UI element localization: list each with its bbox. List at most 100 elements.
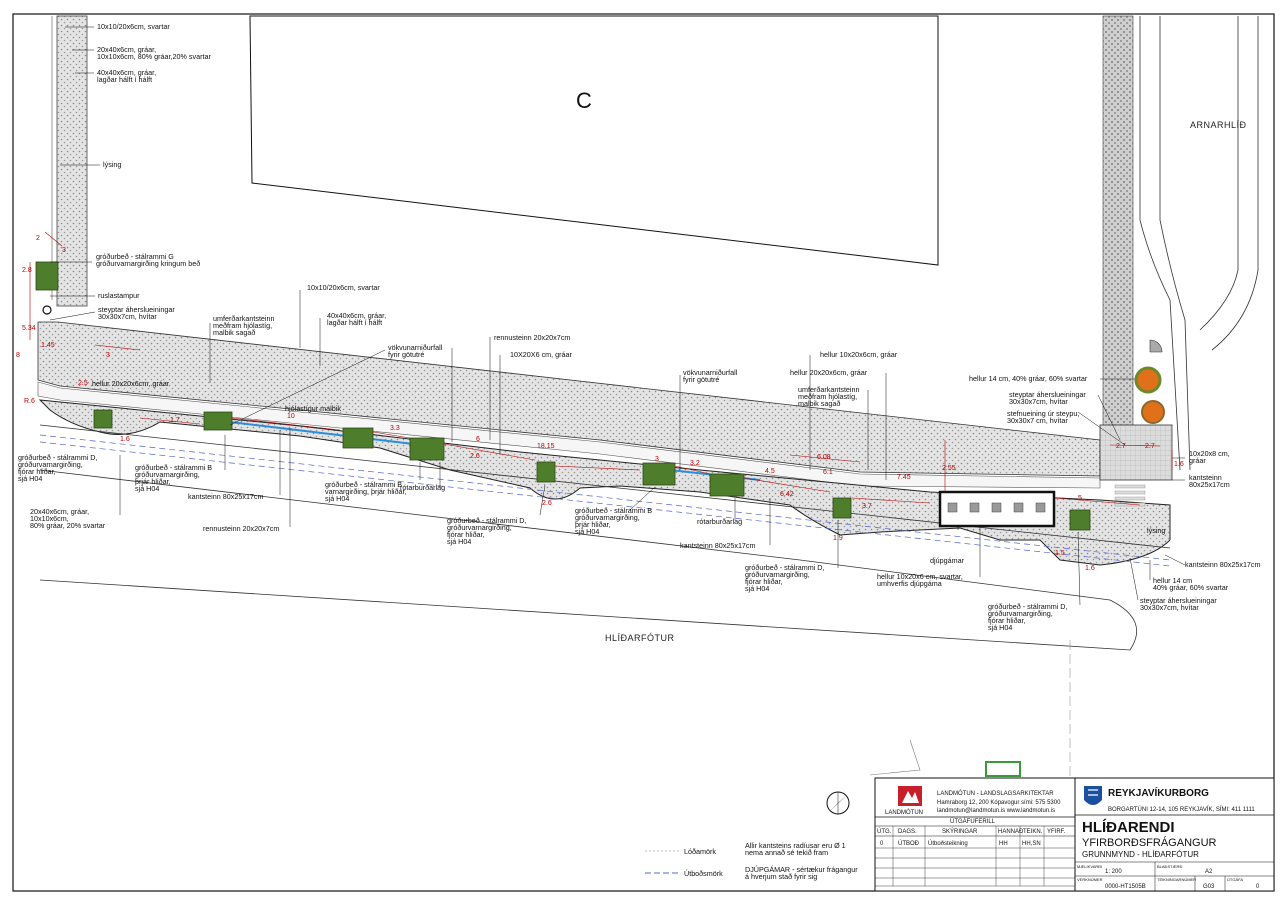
label-labels-planter-b3: þrjár hliðar, [135,477,171,486]
label-notes-legend-lot: Lóðamörk [684,847,716,856]
label-labels-root-layer: rótarburðarlag [400,483,445,492]
bike-path [37,381,1101,489]
label-dimensions-3: 5.34 [22,325,36,332]
building-c-label: C [576,88,592,113]
planter-3 [342,427,374,449]
label-dimensions-31: 1.5 [1055,550,1065,557]
label-labels-slab-grey: 10X20X6 cm, gráar [510,350,573,359]
label-dimensions-28: 1.6 [1174,461,1184,468]
bench-symbol [1149,339,1163,353]
label-labels-paving-l1: 20x40x6cm, gráar, [30,507,89,516]
label-labels-gutter: rennusteinn 20x20x7cm [494,333,570,342]
label-labels-planter-de1: gróðurbeð - stálrammi D, [745,563,825,572]
label-title-block-col-nr: ÚTG. [877,828,892,835]
label-notes-radius2: nema annað sé tekið fram [745,848,828,857]
label-labels-cast-a2: 30x30x7cm, hvítar [98,312,157,321]
label-dimensions-8: 1.6 [120,436,130,443]
crosswalk-stripes [1114,484,1146,507]
label-labels-planter-b5: gróðurbeð - stálrammi B [325,480,402,489]
label-title-block-row-date: ÚTBOÐ [898,840,920,847]
label-title-block-logo-text: LANDMÓTUN [885,809,923,816]
label-labels-curb-80: kantsteinn 80x25x17cm [188,492,264,501]
label-dimensions-17: 4.5 [765,468,775,475]
legend: Lóðamörk Útboðsmörk Allir kantsteins rad… [645,841,858,881]
label-dimensions-10: 10 [287,413,295,420]
label-dimensions-5: 8 [16,352,20,359]
label-labels-paving-top2a: 40x40x6cm, gráar, [327,311,386,320]
planter-2 [203,411,233,431]
label-labels-slab-14: hellur 14 cm, 40% gráar, 60% svartar [969,374,1088,383]
label-labels-curb-traffic-r1: umferðarkantsteinn [798,385,860,394]
label-labels-planter-bb4: sjá H04 [575,527,599,536]
label-title-block-col-date: DAGS. [898,829,917,835]
sheet-frame [12,13,1275,892]
label-title-block-scale: 1: 200 [1105,869,1122,875]
label-labels-drain-r2: fyrir götutré [683,375,719,384]
label-labels-paving-l3: 80% gráar, 20% svartar [30,521,106,530]
label-title-block-row-desc: Útboðsteikning [928,840,968,847]
label-labels-drain-r1: vökvunarniðurfall [683,368,738,377]
label-labels-paving-c1: 40x40x6cm, gráar, [97,68,156,77]
label-labels-planter-bb1: gróðurbeð - stálrammi B [575,506,652,515]
label-labels-planter-bb2: gróðurvarnargirðing, [575,513,640,522]
label-title-block-version-label: ÚTGÁFA [1227,877,1243,882]
label-dimensions-1: 2.8 [22,267,32,274]
label-labels-cast-b2: 30x30x7cm, hvítar [1009,397,1068,406]
label-labels-cast-join1: stefnueining úr steypu, [1007,409,1079,418]
label-labels-paving-a: 10x10/20x6cm, svartar [97,22,170,31]
label-labels-lighting2: lýsing [1147,526,1165,535]
label-labels-slab-r1: 10x20x8 cm, [1189,449,1230,458]
planter-5 [536,461,556,483]
label-dimensions-26: 2.7 [1116,443,1126,450]
planter-4 [409,437,445,461]
label-dimensions-0: 2 [36,235,40,242]
label-labels-curb-traffic-r2: meðfram hjólastíg, [798,392,857,401]
dimension-lines [29,231,1173,506]
label-labels-planter-d4: sjá H04 [18,474,42,483]
label-title-block-col-check: TEIKN. [1023,829,1043,835]
annotations-left: 10x10/20x6cm, svartar 20x40x6cm, gráar, … [18,22,279,533]
label-labels-curb-traffic-r3: malbik sagað [798,399,840,408]
label-dimensions-23: 1.9 [833,535,843,542]
label-labels-planter-b7: sjá H04 [325,494,349,503]
label-title-block-col-rev: YFIRF. [1047,829,1066,835]
planter-7 [709,473,745,497]
label-labels-planter-b4: sjá H04 [135,484,159,493]
left-walkway [56,15,88,307]
label-labels-curb-traffic3: malbik sagað [213,328,255,337]
label-dimensions-2: 3 [62,247,66,254]
label-labels-planter-dd1: gróðurbeð - stálrammi D, [447,516,527,525]
label-dimensions-9: 1.7 [170,417,180,424]
label-title-block-firm-addr1: Hamraborg 12, 200 Kópavogur sími: 575 53… [937,800,1061,806]
label-title-block-col-drawn: HANNAÐ [998,829,1024,835]
label-labels-planter-df2: gróðurvarnargirðing, [988,609,1053,618]
annotations-right: hellur 14 cm, 40% gráar, 60% svartar ste… [969,374,1261,632]
street-arnarhlid: ARNARHLÍÐ [1190,120,1247,130]
label-title-block-project-no-label: VERKNÚMER [1077,877,1103,882]
label-title-block-firm-addr2: landmotun@landmotun.is www.landmotun.is [937,808,1055,814]
label-labels-curb-traffic1: umferðarkantsteinn [213,314,275,323]
label-labels-curb-r2: 80x25x17cm [1189,480,1230,489]
label-labels-planter-de3: fjórar hliðar, [745,577,783,586]
label-labels-planter-dd2: gróðurvarnargirðing, [447,523,512,532]
label-dimensions-14: 2.6 [470,453,480,460]
corner-plaza [1099,424,1173,481]
annotations-middle: 10x10/20x6cm, svartar 40x40x6cm, gráar, … [307,283,965,593]
label-dimensions-12: 6 [476,436,480,443]
label-notes-legend-tender: Útboðsmörk [684,869,723,878]
upper-sidewalk [37,321,1101,477]
planter-9 [1069,509,1091,531]
label-labels-planter-de4: sjá H04 [745,584,769,593]
green-marker [985,761,1021,777]
label-labels-drain1: vökvunarniðurfall [388,343,443,352]
label-labels-planter-df1: gróðurbeð - stálrammi D, [988,602,1068,611]
label-labels-slab-r2: gráar [1189,456,1206,465]
label-labels-planter-dd4: sjá H04 [447,537,471,546]
label-labels-drain2: fyrir götutré [388,350,424,359]
label-dimensions-21: 2.55 [942,465,956,472]
label-title-block-project: HLÍÐARENDI [1082,819,1175,836]
label-title-block-subtitle2: GRUNNMYND - HLÍÐARFÓTUR [1082,850,1199,859]
label-labels-planter-df4: sjá H04 [988,623,1012,632]
street-hlidarfotur: HLÍÐARFÓTUR [605,633,675,643]
label-labels-slab-deep1: hellur 10x20x6 cm, svartar, [877,572,963,581]
